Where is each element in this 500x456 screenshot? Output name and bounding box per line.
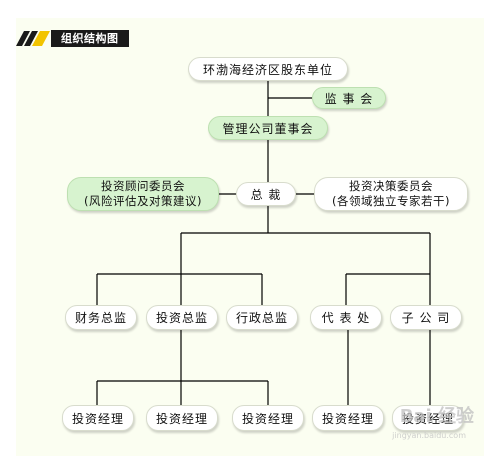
decision-committee-note: (各领域独立专家若干) (332, 194, 450, 208)
chart-background (16, 18, 484, 456)
node-investment-manager: 投资经理 (146, 405, 218, 431)
advisory-committee-note: (风险评估及对策建议) (84, 194, 202, 208)
watermark-logo: Bai 经验 (399, 406, 474, 427)
node-supervisory-board: 监 事 会 (312, 87, 386, 109)
node-investment-manager: 投资经理 (312, 405, 384, 431)
node-shareholder: 环渤海经济区股东单位 (188, 57, 348, 81)
chart-title: 组织结构图 (51, 30, 129, 47)
watermark-url: jingyan.baidu.com (392, 431, 466, 440)
node-investment-manager: 投资经理 (232, 405, 304, 431)
node-decision-committee: 投资决策委员会 (各领域独立专家若干) (314, 177, 468, 211)
node-subsidiary: 子 公 司 (390, 305, 462, 330)
decision-committee-title: 投资决策委员会 (349, 179, 433, 193)
node-admin-director: 行政总监 (226, 305, 298, 330)
node-investment-manager: 投资经理 (62, 405, 134, 431)
node-finance-director: 财务总监 (65, 305, 137, 330)
node-investment-director: 投资总监 (146, 305, 218, 330)
advisory-committee-title: 投资顾问委员会 (101, 179, 185, 193)
node-investment-manager: 投资经理 (392, 405, 464, 431)
node-representative-office: 代 表 处 (310, 305, 382, 330)
node-board: 管理公司董事会 (208, 116, 328, 140)
node-advisory-committee: 投资顾问委员会 (风险评估及对策建议) (67, 177, 219, 211)
chart-title-badge: 组织结构图 (16, 30, 129, 47)
node-president: 总 裁 (236, 182, 296, 206)
